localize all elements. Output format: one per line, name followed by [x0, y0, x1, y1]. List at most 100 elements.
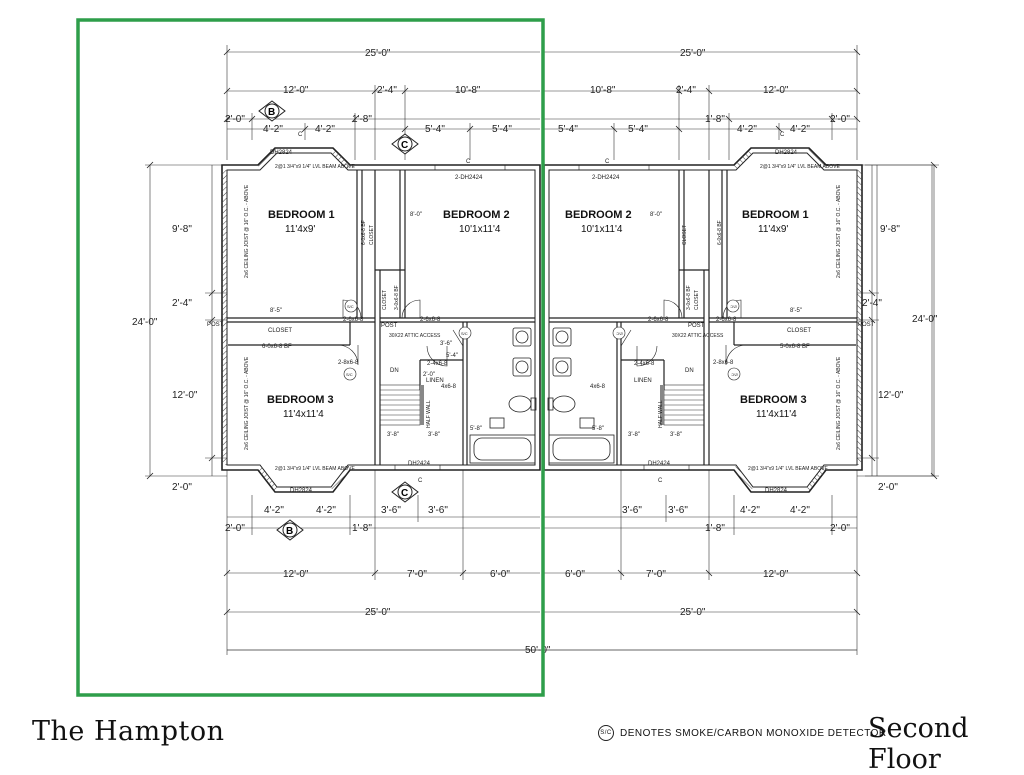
dim-8-5-right: 8'-5" [790, 308, 802, 314]
c-mark-top-left: C [466, 159, 471, 165]
bf-606-left: 6-0x6-8 BF [262, 344, 292, 350]
attic-label-right: 30X22 ATTIC ACCESS [672, 333, 724, 339]
window-dh2824-bot-left: DH2824 [290, 488, 313, 494]
dn-label-right: DN [685, 368, 694, 374]
window-dh2424-bot-left: DH2424 [408, 461, 431, 467]
attic-label-left: 30X22 ATTIC ACCESS [389, 333, 441, 339]
dim-r-2-0-side: 2'-0" [878, 482, 898, 493]
left-unit [145, 45, 540, 655]
smoke-detector-icon: S/C [598, 725, 614, 741]
closet-vertical-right: CLOSET [682, 225, 688, 245]
dim-r-24: 24'-0" [912, 314, 938, 325]
door-2-8-left: 2-8x6-8 [338, 360, 359, 366]
dim-3-6-a: 3'-6" [381, 505, 401, 516]
section-marker-b-bottom: B [276, 519, 304, 541]
dim-left-25: 25'-0" [365, 48, 391, 59]
dim-5-8-left: 5'-8" [470, 426, 482, 432]
dim-r-1-8: 1'-8" [705, 114, 725, 125]
dim-2-0-inner: 2'-0" [423, 372, 435, 378]
section-marker-c-top: C [391, 133, 419, 155]
room-bedroom-3-left-size: 11'4x11'4 [283, 409, 324, 420]
window-2-dh2424-right: 2-DH2424 [592, 175, 620, 181]
legend: S/C DENOTES SMOKE/CARBON MONOXIDE DETECT… [598, 725, 887, 741]
door-2-6-right: 2-6x6-8 [716, 317, 737, 323]
dim-3-6-b: 3'-6" [428, 505, 448, 516]
section-marker-c-bottom: C [391, 481, 419, 503]
linen-label-left: LINEN [426, 378, 444, 384]
dim-2-0-bot: 2'-0" [225, 523, 245, 534]
dim-12-bot: 12'-0" [283, 569, 309, 580]
dim-1-8: 1'-8" [352, 114, 372, 125]
dim-3-6-inner: 3'-6" [440, 341, 452, 347]
dim-10-8: 10'-8" [455, 85, 481, 96]
closet-vertical-right-2: CLOSET [694, 290, 700, 310]
post-label-mid-left: POST [381, 323, 398, 329]
door-2-6-b-left: 2-6x6-8 [420, 317, 441, 323]
dim-r-12-bot: 12'-0" [763, 569, 789, 580]
room-bedroom-1-right: BEDROOM 1 [742, 209, 809, 221]
dim-3-8-a: 3'-8" [387, 432, 399, 438]
dim-r-2-0: 2'-0" [830, 114, 850, 125]
door-2-4-right: 2-4x6-8 [634, 361, 655, 367]
beam-label-bot-right: 2@1 3/4"x9 1/4" LVL BEAM ABOVE [748, 466, 828, 472]
dim-r-9-8: 9'-8" [880, 224, 900, 235]
c-mark-bot-right: C [658, 478, 663, 484]
dim-2-4-side: 2'-4" [172, 298, 192, 309]
closet-vertical-left-2: CLOSET [382, 290, 388, 310]
bf-306-vertical-left: 3-0x6-8 BF [394, 285, 400, 310]
c-mark-beam-left: C [298, 132, 303, 138]
joist-label-top-left: 2x6 CEILING JOIST @ 16" O.C. - ABOVE [244, 184, 250, 278]
section-b-top-label: B [268, 107, 275, 118]
window-dh2824-top-right: DH2824 [775, 150, 798, 156]
dim-50: 50'-0" [525, 645, 551, 656]
dim-4-2-b: 4'-2" [315, 124, 335, 135]
beam-label-bot-left: 2@1 3/4"x9 1/4" LVL BEAM ABOVE [275, 466, 355, 472]
dim-3-8-b: 3'-8" [428, 432, 440, 438]
door-2-8-right: 2-8x6-8 [713, 360, 734, 366]
dim-2-4: 2'-4" [377, 85, 397, 96]
joist-label-bot-left: 2x6 CEILING JOIST @ 16" O.C. - ABOVE [244, 356, 250, 450]
closet-label-left: CLOSET [268, 328, 292, 334]
joist-label-top-right: 2x6 CEILING JOIST @ 16" O.C. - ABOVE [836, 184, 842, 278]
door-2-6-left: 2-6x6-8 [343, 317, 364, 323]
dn-label-left: DN [390, 368, 399, 374]
dim-7-bot: 7'-0" [407, 569, 427, 580]
dim-r-2-4-side: 2'-4" [862, 298, 882, 309]
dim-r-12-side: 12'-0" [878, 390, 904, 401]
dim-4-2-d: 4'-2" [316, 505, 336, 516]
dim-r-12: 12'-0" [763, 85, 789, 96]
dim-6-bot: 6'-0" [490, 569, 510, 580]
dim-8-5-left: 8'-5" [270, 308, 282, 314]
closet-label-right: CLOSET [787, 328, 811, 334]
dim-r-3-8-a: 3'-8" [628, 432, 640, 438]
dim-2-0-side: 2'-0" [172, 482, 192, 493]
bf-606-vertical-left: 6-0x6-8 BF [361, 220, 367, 245]
dim-4-2-a: 4'-2" [263, 124, 283, 135]
unit-highlight-box [76, 18, 545, 697]
dim-r-3-6-a: 3'-6" [622, 505, 642, 516]
bf-606-vertical-right: 6-0x6-8 BF [717, 220, 723, 245]
room-bedroom-1-right-size: 11'4x9' [758, 224, 788, 235]
dim-r-3-8-b: 3'-8" [670, 432, 682, 438]
floor-plan-drawing: S/C S/C S/C 25'-0" 12'-0" 2'-4" 10'-8" 2… [76, 18, 1024, 697]
door-4x6-left: 4x6-8 [441, 384, 457, 390]
dim-8-0-right: 8'-0" [650, 212, 662, 218]
room-bedroom-3-right-size: 11'4x11'4 [756, 409, 797, 420]
dim-24: 24'-0" [132, 317, 158, 328]
room-bedroom-2-right: BEDROOM 2 [565, 209, 632, 221]
dim-r-25-bot: 25'-0" [680, 607, 706, 618]
post-label-mid-right: POST [688, 323, 705, 329]
room-bedroom-3-right: BEDROOM 3 [740, 394, 807, 406]
dim-1-8-bot: 1'-8" [352, 523, 372, 534]
joist-label-bot-right: 2x6 CEILING JOIST @ 16" O.C. - ABOVE [836, 356, 842, 450]
dim-2-0: 2'-0" [225, 114, 245, 125]
door-2-4-left: 2-4x6-8 [427, 361, 448, 367]
dim-5-8-right: 5'-8" [592, 426, 604, 432]
closet-vertical-left: CLOSET [369, 225, 375, 245]
dim-5-4-inner: 5'-4" [446, 353, 458, 359]
dim-r-5-4-a: 5'-4" [558, 124, 578, 135]
dim-9-8: 9'-8" [172, 224, 192, 235]
section-marker-b-top: B [258, 100, 286, 122]
floor-plan-sheet: S/C S/C S/C 25'-0" 12'-0" 2'-4" 10'-8" 2… [32, 18, 1024, 775]
dim-5-4-b: 5'-4" [492, 124, 512, 135]
